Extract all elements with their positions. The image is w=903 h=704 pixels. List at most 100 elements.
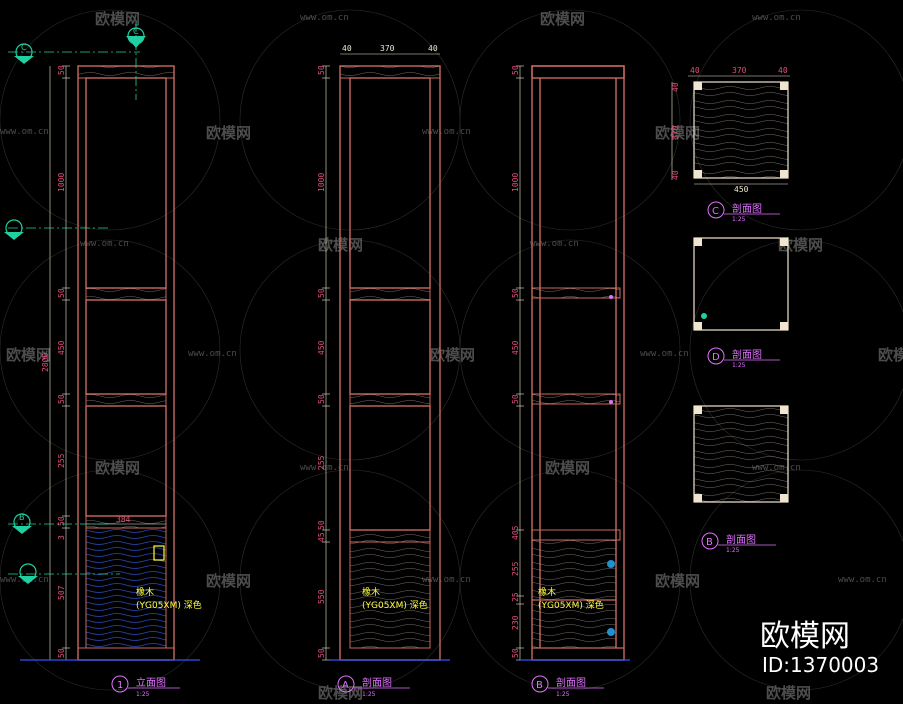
dim-label: 40 [428, 44, 438, 53]
dim-total: 2800 [41, 353, 50, 372]
view-title: A 剖面图 1:25 [337, 675, 410, 698]
dim-label: 550 [317, 589, 326, 604]
section-marker-c-vertical: C [126, 22, 146, 100]
dim-width: 384 [116, 515, 131, 524]
watermark-url: www.om.cn [530, 239, 579, 249]
material-note: (YG05XM) 深色 [538, 599, 604, 611]
svg-text:D: D [712, 352, 720, 363]
dim-label: 50 [511, 394, 520, 404]
top-panel [77, 65, 175, 79]
shelf [531, 529, 621, 541]
watermark-url: www.om.cn [640, 349, 689, 359]
shelf [85, 287, 167, 301]
watermark-url: www.om.cn [422, 127, 471, 137]
dim-label: 50 [317, 288, 326, 298]
view-title: B 剖面图 1:25 [531, 675, 604, 698]
shelf [349, 529, 431, 543]
title-label: 立面图 [136, 676, 166, 689]
dim-label: 450 [511, 340, 520, 355]
shelf [349, 287, 431, 301]
material-note: (YG05XM) 深色 [362, 599, 428, 611]
dim-label: 370 [671, 125, 680, 140]
dim-label: 50 [57, 65, 66, 75]
svg-text:B: B [706, 537, 713, 548]
dim-label: 230 [511, 615, 520, 630]
shelf [531, 393, 621, 405]
door-panel [349, 541, 431, 649]
section-b-plan: B 剖面图 1:25 [693, 405, 789, 554]
view-section-a: 50 1000 50 450 50 255 50 45 550 50 40 37… [317, 44, 450, 698]
dim-label: 370 [380, 44, 395, 53]
watermark-brand: 欧模网 [778, 236, 823, 254]
dim-label: 50 [317, 394, 326, 404]
hinge-icon [607, 628, 615, 636]
dim-label: 40 [671, 82, 680, 92]
dim-label: 255 [317, 455, 326, 470]
plinth [77, 647, 175, 661]
dim-label: 450 [734, 185, 749, 194]
watermark-brand: 欧模网 [318, 684, 363, 702]
watermark-brand: 欧模网 [540, 10, 585, 28]
svg-text:B: B [19, 513, 25, 522]
dim-label: 40 [342, 44, 352, 53]
handle [153, 545, 165, 561]
watermark-brand: 欧模网 [655, 124, 700, 142]
scale-label: 1:25 [732, 362, 746, 369]
watermark-brand: 欧模网 [766, 684, 811, 702]
dim-label: 45 [317, 532, 326, 542]
view-section-b: 50 1000 50 450 50 405 255 25 230 50 橡木 (… [511, 65, 630, 698]
section-marker-d2 [8, 563, 120, 584]
scale-label: 1:25 [362, 691, 376, 698]
shelf [349, 393, 431, 407]
dim-label: 3 [57, 535, 66, 540]
dim-label: 405 [511, 525, 520, 540]
watermark-brand: 欧模网 [6, 346, 51, 364]
watermark-brand: 欧模网 [206, 124, 251, 142]
watermarks: 欧模网 www.om.cn 欧模网 www.om.cn www.om.cn 欧模… [0, 10, 903, 702]
dim-label: 40 [778, 66, 788, 75]
view-elevation: 50 1000 50 450 50 255 50 3 507 50 2800 3… [4, 22, 202, 698]
dim-label: 1000 [511, 173, 520, 192]
dim-label: 40 [690, 66, 700, 75]
dim-label: 255 [57, 453, 66, 468]
dim-label: 50 [511, 288, 520, 298]
dim-label: 1000 [317, 173, 326, 192]
dim-label: 50 [57, 288, 66, 298]
dim-label: 50 [317, 648, 326, 658]
section-d-plan: D 剖面图 1:25 [693, 237, 789, 369]
watermark-url: www.om.cn [188, 349, 237, 359]
title-label: 剖面图 [732, 348, 762, 361]
view-title: C 剖面图 1:25 [707, 201, 780, 223]
scale-label: 1:25 [136, 691, 150, 698]
watermark-brand: 欧模网 [878, 346, 903, 364]
dim-label: 450 [317, 340, 326, 355]
title-label: 剖面图 [362, 676, 392, 689]
watermark-url: www.om.cn [300, 463, 349, 473]
shelf-pin [609, 295, 613, 299]
watermark-url: www.om.cn [0, 127, 49, 137]
watermark-brand: 欧模网 [95, 459, 140, 477]
section-marker-d [4, 219, 110, 240]
shelf [531, 287, 621, 299]
material-note: (YG05XM) 深色 [136, 599, 202, 611]
dim-label: 40 [671, 170, 680, 180]
title-label: 剖面图 [732, 202, 762, 215]
view-title: D 剖面图 1:25 [707, 347, 780, 369]
watermark-url: www.om.cn [838, 575, 887, 585]
view-title: B 剖面图 1:25 [701, 532, 776, 554]
dim-label: 50 [317, 65, 326, 75]
title-label: 剖面图 [726, 533, 756, 546]
watermark-brand: 欧模网 [95, 10, 140, 28]
watermark-brand: 欧模网 [430, 346, 475, 364]
drawer-panel [531, 539, 617, 649]
shelf [85, 393, 167, 407]
plan-section [693, 81, 789, 179]
section-marker-b: B [8, 513, 110, 534]
watermark-url: www.om.cn [80, 239, 129, 249]
dim-label: 25 [511, 592, 520, 602]
dim-label: 450 [57, 340, 66, 355]
watermark-brand: 欧模网 [206, 572, 251, 590]
brand-id: ID:1370003 [762, 653, 879, 677]
watermark-url: www.om.cn [300, 13, 349, 23]
scale-label: 1:25 [732, 216, 746, 223]
